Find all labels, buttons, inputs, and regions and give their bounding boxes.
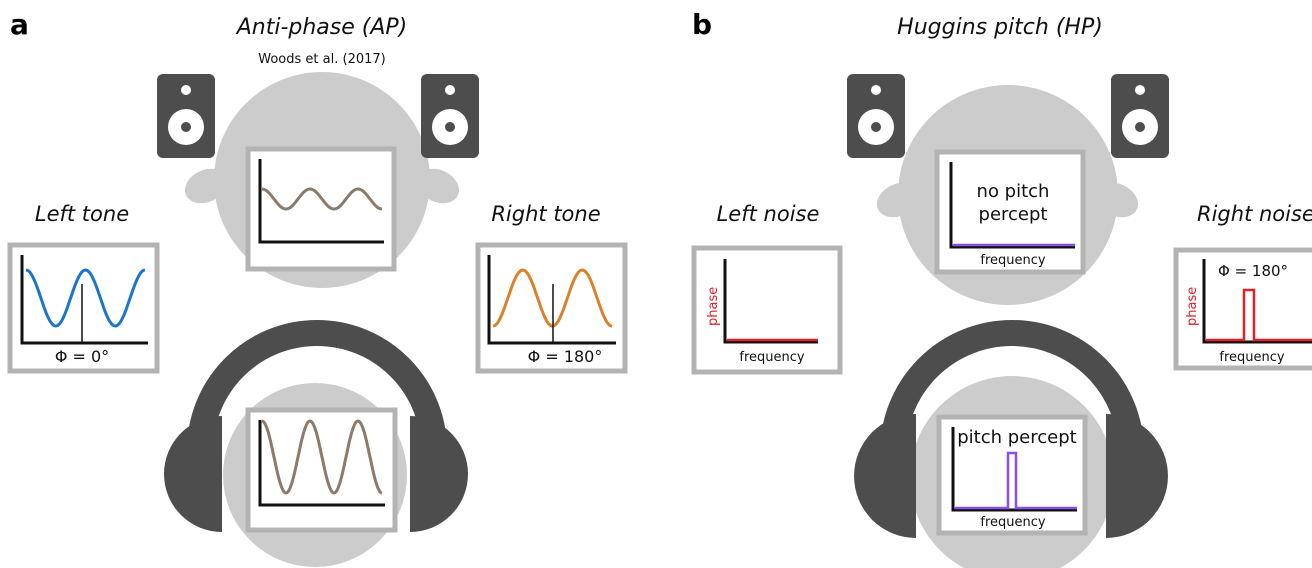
pitch-percept-text: pitch percept (957, 427, 1076, 448)
left-noise-label: Left noise (717, 202, 820, 226)
right-tone-label: Right tone (491, 202, 600, 226)
speaker-icon (1111, 74, 1169, 158)
speaker-icon (421, 74, 479, 158)
pitch-percept-xlabel: frequency (980, 515, 1046, 530)
left-tone-box: Left tone Φ = 0° (7, 202, 160, 374)
panel-a-letter: a (10, 8, 29, 41)
panel-b-title: Huggins pitch (HP) (897, 15, 1103, 40)
left-noise-ylabel: phase (706, 287, 721, 326)
speaker-icon (157, 74, 215, 158)
no-pitch-xlabel: frequency (980, 253, 1046, 268)
right-tone-box: Right tone Φ = 180° (475, 202, 628, 374)
pitch-percept-box: pitch percept frequency (936, 414, 1088, 536)
panel-a-citation: Woods et al. (2017) (258, 52, 385, 67)
percept-box-speakers (245, 146, 397, 272)
left-tone-label: Left tone (35, 202, 129, 226)
left-noise-xlabel: frequency (739, 350, 805, 365)
no-pitch-line2: percept (979, 204, 1048, 225)
panel-b: b Huggins pitch (HP) no pitch percept (691, 8, 1312, 568)
right-tone-phase: Φ = 180° (528, 347, 603, 366)
speaker-icon (847, 74, 905, 158)
right-noise-label: Right noise (1197, 202, 1312, 226)
right-noise-box: Right noise phase Φ = 180° frequency (1173, 202, 1312, 371)
left-tone-wave (25, 268, 146, 328)
no-pitch-line1: no pitch (977, 181, 1050, 202)
panel-a: a Anti-phase (AP) Woods et al. (2017) (7, 8, 628, 567)
no-pitch-box: no pitch percept frequency (934, 149, 1086, 275)
right-noise-phase: Φ = 180° (1218, 262, 1288, 280)
left-noise-box: Left noise phase frequency (691, 202, 843, 375)
percept-box-headphones (245, 407, 398, 533)
percept-wave (261, 419, 383, 495)
percept-wave (261, 187, 383, 211)
panel-a-title: Anti-phase (AP) (235, 15, 408, 40)
right-noise-ylabel: phase (1185, 287, 1200, 326)
left-tone-phase: Φ = 0° (55, 347, 109, 366)
panel-b-letter: b (692, 8, 712, 41)
right-noise-xlabel: frequency (1219, 350, 1285, 365)
